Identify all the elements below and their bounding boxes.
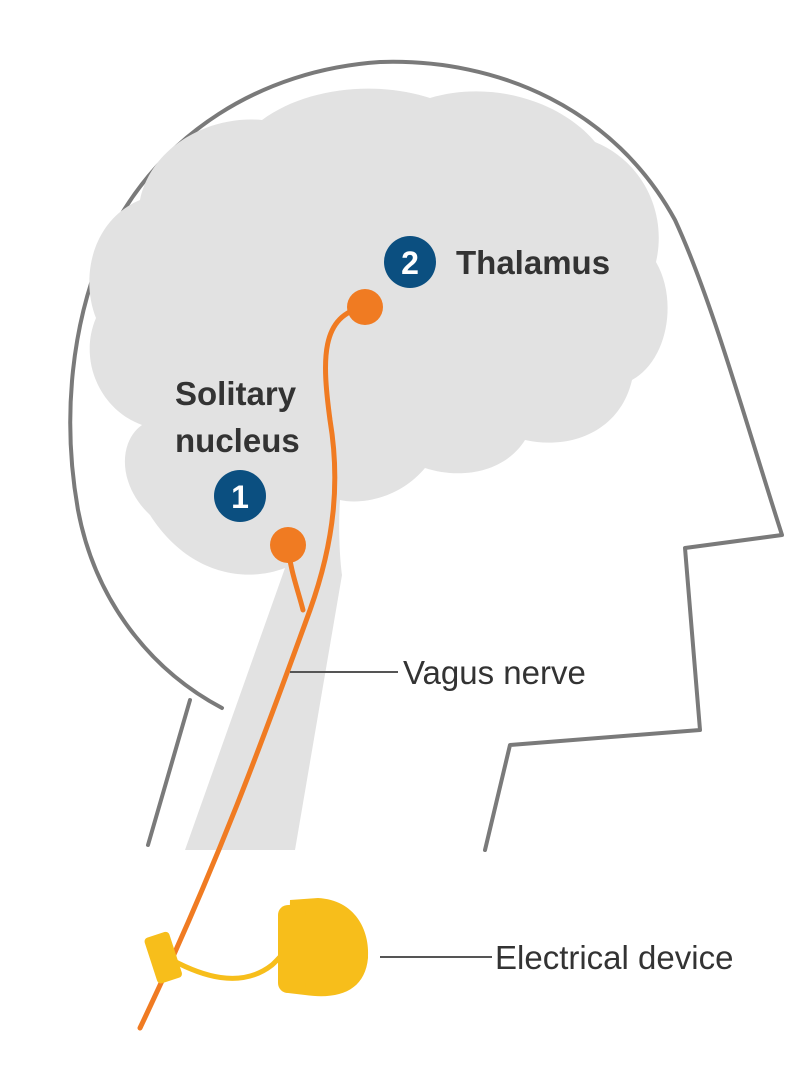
head-outline: [68, 59, 784, 852]
thalamus-node: [347, 289, 383, 325]
marker-2-number: 2: [401, 245, 419, 281]
device-casing: [288, 898, 369, 997]
solitary-label-line2: nucleus: [175, 422, 300, 459]
solitary-nucleus-node: [270, 527, 306, 563]
marker-1-number: 1: [231, 479, 249, 515]
brain-shape: [89, 88, 668, 850]
marker-1-circle: [214, 470, 266, 522]
electrical-device: [144, 931, 182, 984]
vagus-nerve-label: Vagus nerve: [403, 654, 586, 691]
marker-2-circle: [384, 236, 436, 288]
solitary-label-line1: Solitary: [175, 375, 297, 412]
device-lead-wire: [169, 942, 295, 981]
neck-back-outline: [146, 698, 192, 847]
vagus-nerve-path: [137, 304, 368, 1031]
device-body: [278, 898, 369, 997]
device-header: [278, 905, 306, 993]
thalamus-label: Thalamus: [456, 244, 610, 281]
nerve-cuff: [144, 931, 182, 984]
electrical-device-label: Electrical device: [495, 939, 733, 976]
